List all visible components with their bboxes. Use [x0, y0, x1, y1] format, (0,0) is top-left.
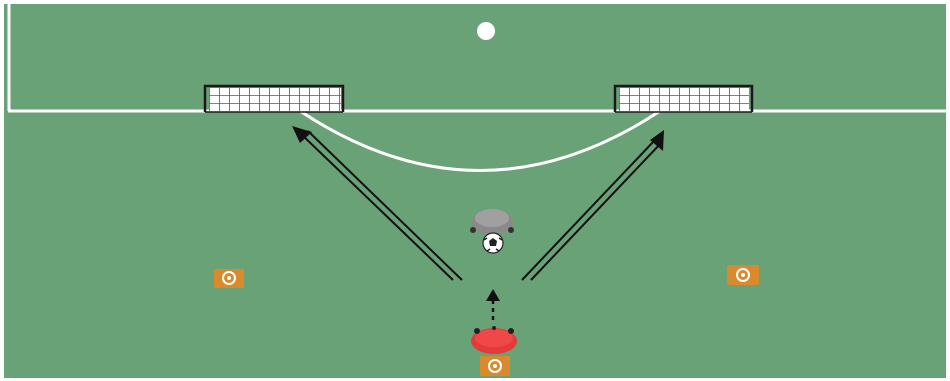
turf-area: [4, 4, 946, 378]
mini-goal-icon: [615, 86, 752, 112]
penalty-spot: [477, 22, 495, 40]
cone-marker-icon: [214, 269, 244, 288]
cone-marker-icon: [727, 265, 759, 285]
mini-goal-icon: [205, 86, 343, 112]
cone-marker-icon: [480, 356, 510, 376]
soccer-ball-icon: [483, 233, 503, 253]
player-attacker-icon: [471, 326, 517, 354]
